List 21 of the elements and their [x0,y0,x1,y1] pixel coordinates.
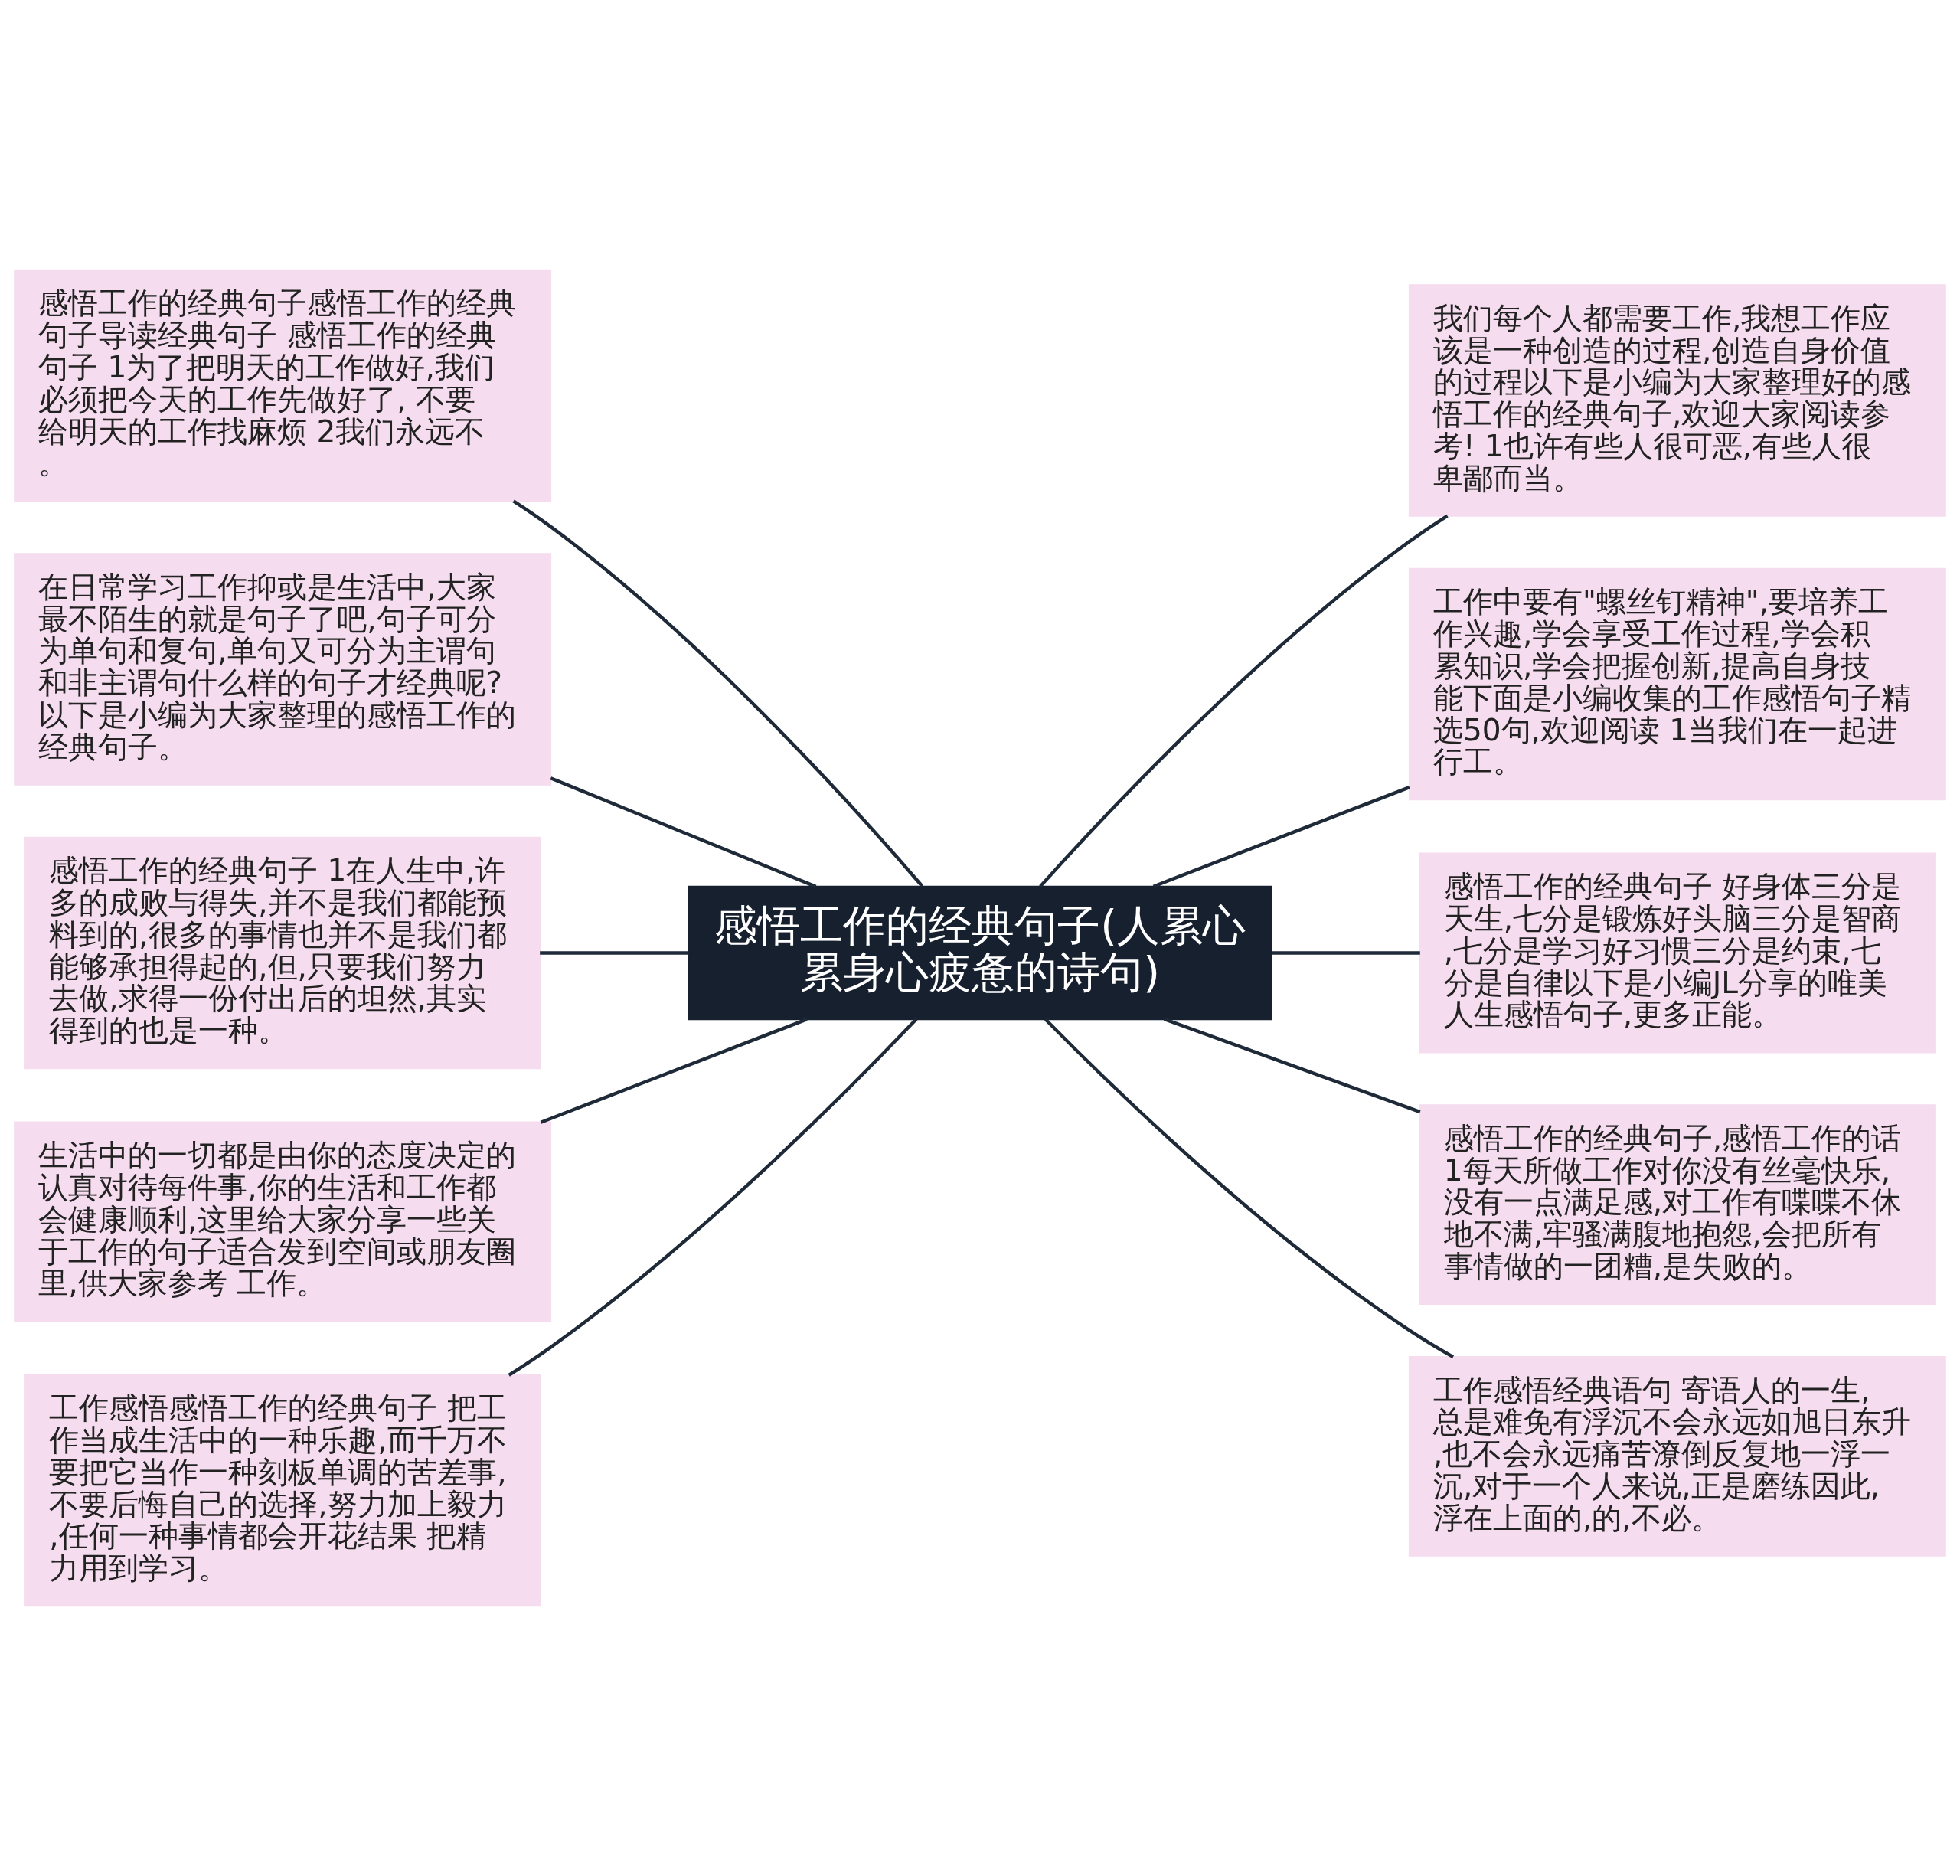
connector [550,776,817,888]
connector [512,499,924,887]
node-box: 感悟工作的经典句子 好身体三分是天生,七分是锻炼好头脑三分是智商,七分是学习好习惯三分是约束,七分是自律以下是小编JL分享的唯美人生感悟句子,更多正能。 [1419,852,1936,1054]
node-box: 工作感悟经典语句 寄语人的一生,总是难免有浮沉不会永远如旭日东升,也不会永远痛苦潦倒反复地一浮一沉,对于一个人来说,正是磨练因此,浮在上面的,的,不必。 [1408,1355,1946,1557]
connector [1272,951,1420,955]
connector [508,1018,918,1377]
node-box: 感悟工作的经典句子 1在人生中,许多的成败与得失,并不是我们都能预料到的,很多的事情也并不是我们都能够承担得起的,但,只要我们努力去做,求得一份付出后的坦然,其实得到的也是一种。 [24,836,541,1070]
connector [540,1018,808,1124]
connector [540,951,689,955]
connector [1039,514,1449,888]
node-box: 工作感悟感悟工作的经典句子 把工作当成生活中的一种乐趣,而千万不要把它当作一种刻板单调的苦差事,不要后悔自己的选择,努力加上毅力,任何一种事情都会开花结果 把精力用到学习。 [24,1374,541,1607]
node-box: 在日常学习工作抑或是生活中,大家最不陌生的就是句子了吧,句子可分为单句和复句,单句又可分为主谓句和非主谓句什么样的句子才经典呢?以下是小编为大家整理的感悟工作的经典句子。 [14,553,552,786]
node-box: 感悟工作的经典句子,感悟工作的话 1每天所做工作对你没有丝毫快乐,没有一点满足感,对工作有喋喋不休地不满,牢骚满腹地抱怨,会把所有事情做的一团糟,是失败的。 [1419,1104,1936,1306]
node-box: 生活中的一切都是由你的态度决定的认真对待每件事,你的生活和工作都会健康顺利,这里给大家分享一些关于工作的句子适合发到空间或朋友圈里,供大家参考 工作。 [14,1121,552,1322]
node-box: 感悟工作的经典句子(人累心累身心疲惫的诗句) [688,885,1272,1021]
node-box: 工作中要有"螺丝钉精神",要培养工作兴趣,学会享受工作过程,学会积累知识,学会把握创新,提高自身技能下面是小编收集的工作感悟句子精选50句,欢迎阅读 1当我们在一起进行工。 [1408,567,1946,801]
connector [1044,1018,1455,1358]
node-box: 我们每个人都需要工作,我想工作应该是一种创造的过程,创造自身价值的过程以下是小编为大家整理好的感悟工作的经典句子,欢迎大家阅读参考! 1也许有些人很可恶,有些人很卑鄙而当。 [1408,284,1946,517]
node-box: 感悟工作的经典句子感悟工作的经典句子导读经典句子 感悟工作的经典句子 1为了把明天的工作做好,我们必须把今天的工作先做好了, 不要给明天的工作找麻烦 2我们永远不。 [14,269,552,502]
connector [1152,786,1410,888]
connector [1163,1017,1421,1114]
